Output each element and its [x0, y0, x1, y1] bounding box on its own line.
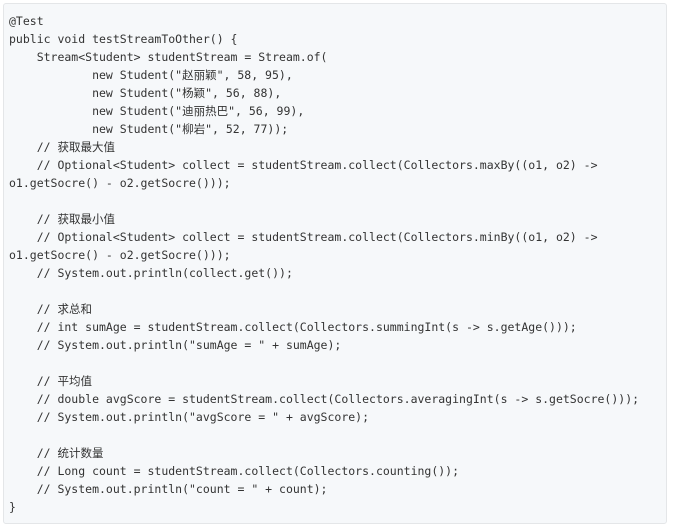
- code-line: public void testStreamToOther() {: [9, 32, 238, 46]
- code-line: new Student("迪丽热巴", 56, 99),: [9, 104, 305, 118]
- code-line: // 求总和: [9, 302, 92, 316]
- code-line: // System.out.println("sumAge = " + sumA…: [9, 338, 342, 352]
- code-block: @Test public void testStreamToOther() { S…: [3, 3, 667, 524]
- code-line: // Optional<Student> collect = studentSt…: [9, 158, 598, 172]
- code-line: @Test: [9, 14, 44, 28]
- code-content: @Test public void testStreamToOther() { S…: [4, 4, 666, 516]
- code-line: // int sumAge = studentStream.collect(Co…: [9, 320, 577, 334]
- code-line: // 获取最小值: [9, 212, 115, 226]
- code-line: // double avgScore = studentStream.colle…: [9, 392, 640, 406]
- code-line: new Student("杨颖", 56, 88),: [9, 86, 282, 100]
- code-line: // Long count = studentStream.collect(Co…: [9, 464, 460, 478]
- code-line: // System.out.println(collect.get());: [9, 266, 293, 280]
- code-line: }: [9, 500, 16, 514]
- code-line: new Student("赵丽颖", 58, 95),: [9, 68, 293, 82]
- code-line: o1.getSocre() - o2.getSocre()));: [9, 248, 231, 262]
- code-line: // 获取最大值: [9, 140, 115, 154]
- code-line: o1.getSocre() - o2.getSocre()));: [9, 176, 231, 190]
- code-line: // 统计数量: [9, 446, 104, 460]
- code-line: [9, 354, 666, 372]
- code-line: [9, 282, 666, 300]
- code-line: // Optional<Student> collect = studentSt…: [9, 230, 598, 244]
- code-line: new Student("柳岩", 52, 77));: [9, 122, 289, 136]
- code-line: // 平均值: [9, 374, 92, 388]
- code-line: // System.out.println("count = " + count…: [9, 482, 328, 496]
- code-line: [9, 426, 666, 444]
- code-line: [9, 192, 666, 210]
- code-line: Stream<Student> studentStream = Stream.o…: [9, 50, 328, 64]
- code-line: // System.out.println("avgScore = " + av…: [9, 410, 370, 424]
